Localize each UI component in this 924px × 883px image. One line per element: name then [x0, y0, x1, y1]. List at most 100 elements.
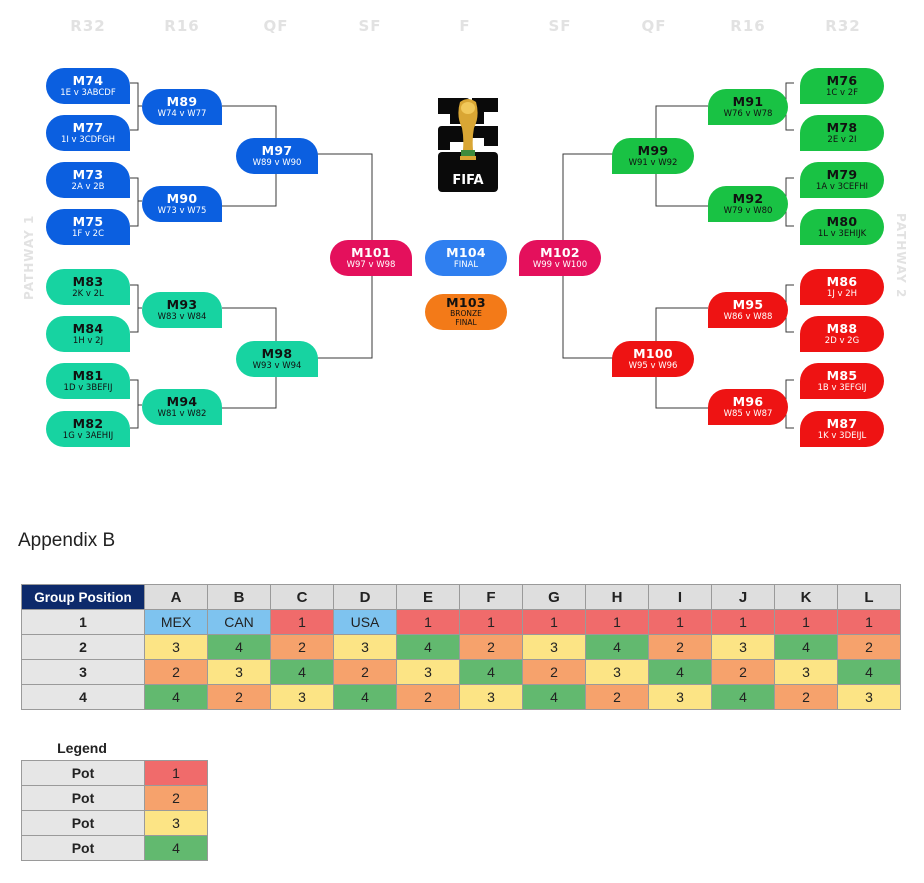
match-teams-line2: FINAL	[455, 318, 477, 328]
match-m94[interactable]: M94 W81 v W82	[142, 389, 222, 425]
match-m101[interactable]: M101 W97 v W98	[330, 240, 412, 276]
match-m96[interactable]: M96 W85 v W87	[708, 389, 788, 425]
round-label-r16-left: R16	[164, 17, 200, 35]
match-m103-bronze-final[interactable]: M103 BRONZE FINAL	[425, 294, 507, 330]
match-code: M98	[261, 346, 293, 361]
match-m80[interactable]: M80 1L v 3EHIJK	[800, 209, 884, 245]
match-teams: W93 v W94	[252, 360, 302, 371]
match-m92[interactable]: M92 W79 v W80	[708, 186, 788, 222]
match-code: M84	[72, 321, 104, 336]
legend-swatch: 1	[144, 760, 208, 786]
match-m99[interactable]: M99 W91 v W92	[612, 138, 694, 174]
table-cell: 2	[837, 634, 901, 660]
match-m100[interactable]: M100 W95 v W96	[612, 341, 694, 377]
table-cell: 4	[207, 634, 271, 660]
match-teams: 1C v 2F	[825, 87, 859, 98]
match-m82[interactable]: M82 1G v 3AEHIJ	[46, 411, 130, 447]
table-cell: 4	[585, 634, 649, 660]
column-header-g: G	[522, 584, 586, 610]
match-code: M76	[826, 73, 858, 88]
match-m78[interactable]: M78 2E v 2I	[800, 115, 884, 151]
match-teams: W89 v W90	[252, 157, 302, 168]
round-label-r16-right: R16	[730, 17, 766, 35]
table-cell: 2	[585, 684, 649, 710]
table-cell: 2	[333, 659, 397, 685]
match-code: M99	[637, 143, 669, 158]
corner-header: Group Position	[21, 584, 145, 610]
legend-title: Legend	[57, 740, 107, 756]
column-header-a: A	[144, 584, 208, 610]
column-header-h: H	[585, 584, 649, 610]
match-m79[interactable]: M79 1A v 3CEFHI	[800, 162, 884, 198]
match-code: M91	[732, 94, 764, 109]
table-cell: 1	[522, 609, 586, 635]
row-header: 3	[21, 659, 145, 685]
legend-row: Pot 4	[21, 835, 208, 861]
column-header-f: F	[459, 584, 523, 610]
row-header: 1	[21, 609, 145, 635]
match-teams: W95 v W96	[628, 360, 678, 371]
match-m97[interactable]: M97 W89 v W90	[236, 138, 318, 174]
match-teams: W76 v W78	[723, 108, 773, 119]
table-cell: 2	[711, 659, 775, 685]
match-m104-final[interactable]: M104 FINAL	[425, 240, 507, 276]
match-m83[interactable]: M83 2K v 2L	[46, 269, 130, 305]
column-header-c: C	[270, 584, 334, 610]
table-row: 3 2 3 4 2 3 4 2 3 4 2 3 4	[21, 659, 901, 685]
row-header: 2	[21, 634, 145, 660]
match-teams: 2D v 2G	[824, 335, 860, 346]
legend-label: Pot	[21, 760, 145, 786]
table-cell: 3	[207, 659, 271, 685]
table-cell: 1	[270, 609, 334, 635]
match-code: M93	[166, 297, 198, 312]
legend-label: Pot	[21, 835, 145, 861]
match-m90[interactable]: M90 W73 v W75	[142, 186, 222, 222]
match-m74[interactable]: M74 1E v 3ABCDF	[46, 68, 130, 104]
table-cell: 2	[774, 684, 838, 710]
match-teams: 1B v 3EFGIJ	[817, 382, 867, 393]
match-m84[interactable]: M84 1H v 2J	[46, 316, 130, 352]
column-header-e: E	[396, 584, 460, 610]
table-cell: 3	[396, 659, 460, 685]
match-m81[interactable]: M81 1D v 3BEFIJ	[46, 363, 130, 399]
match-m93[interactable]: M93 W83 v W84	[142, 292, 222, 328]
match-m86[interactable]: M86 1J v 2H	[800, 269, 884, 305]
match-m95[interactable]: M95 W86 v W88	[708, 292, 788, 328]
table-cell: 4	[333, 684, 397, 710]
match-m76[interactable]: M76 1C v 2F	[800, 68, 884, 104]
match-m85[interactable]: M85 1B v 3EFGIJ	[800, 363, 884, 399]
match-m98[interactable]: M98 W93 v W94	[236, 341, 318, 377]
match-m89[interactable]: M89 W74 v W77	[142, 89, 222, 125]
match-teams: W79 v W80	[723, 205, 773, 216]
legend-swatch: 2	[144, 785, 208, 811]
match-m77[interactable]: M77 1I v 3CDFGH	[46, 115, 130, 151]
match-code: M101	[351, 245, 391, 260]
match-code: M104	[446, 245, 486, 260]
match-teams: BRONZE	[450, 309, 482, 319]
table-cell: 2	[396, 684, 460, 710]
round-label-r32-left: R32	[70, 17, 106, 35]
match-m75[interactable]: M75 1F v 2C	[46, 209, 130, 245]
table-cell: 2	[144, 659, 208, 685]
round-label-final: F	[459, 17, 471, 35]
table-cell: 3	[333, 634, 397, 660]
match-teams: 1E v 3ABCDF	[60, 87, 116, 98]
match-code: M97	[261, 143, 293, 158]
match-m73[interactable]: M73 2A v 2B	[46, 162, 130, 198]
table-cell: 2	[207, 684, 271, 710]
match-teams: W97 v W98	[346, 259, 396, 270]
table-cell: 2	[459, 634, 523, 660]
table-cell: 4	[711, 684, 775, 710]
logo-text: FIFA	[452, 173, 483, 188]
match-teams: 1D v 3BEFIJ	[63, 382, 113, 393]
match-m87[interactable]: M87 1K v 3DEIJL	[800, 411, 884, 447]
match-m88[interactable]: M88 2D v 2G	[800, 316, 884, 352]
world-cup-26-logo-icon: FIFA	[436, 94, 500, 196]
match-code: M83	[72, 274, 104, 289]
table-cell: 3	[459, 684, 523, 710]
match-m91[interactable]: M91 W76 v W78	[708, 89, 788, 125]
match-teams: 1L v 3EHIJK	[817, 228, 867, 239]
table-cell: 4	[144, 684, 208, 710]
legend-row: Pot 1	[21, 760, 208, 786]
match-m102[interactable]: M102 W99 v W100	[519, 240, 601, 276]
